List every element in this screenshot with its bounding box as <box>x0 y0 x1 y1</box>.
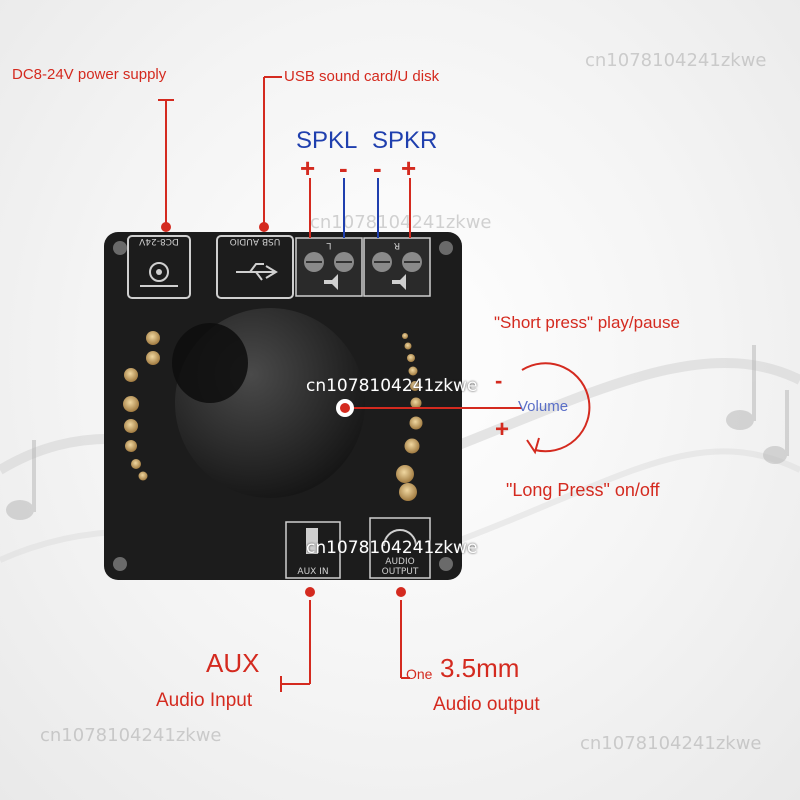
out-silk-label-2: OUTPUT <box>382 567 419 577</box>
watermark: cn1078104241zkwe <box>585 50 767 71</box>
screw-icon <box>113 241 453 571</box>
aux-title: AUX <box>206 648 260 678</box>
power-callout-dot <box>161 222 171 232</box>
aux-subtitle: Audio Input <box>156 690 253 711</box>
aux-callout-dot <box>305 587 315 597</box>
amplifier-board: DC8-24V USB AUDIO L R AUX IN AUDIO OUTPU… <box>104 232 462 580</box>
watermark: cn1078104241zkwe <box>40 725 222 746</box>
usb-silk-label: USB AUDIO <box>230 236 281 246</box>
usb-callout-dot <box>259 222 269 232</box>
spkr-plus-sign: + <box>401 153 417 183</box>
dc-jack <box>127 235 191 299</box>
speaker-terminal-left <box>295 237 363 297</box>
volume-plus-sign: + <box>495 416 510 443</box>
watermark: cn1078104241zkwe <box>580 733 762 754</box>
music-note-icon <box>6 345 789 520</box>
volume-minus-sign: - <box>495 368 503 393</box>
output-subtitle: Audio output <box>433 694 540 715</box>
usb-label: USB sound card/U disk <box>284 68 440 85</box>
aux-silk-label: AUX IN <box>297 567 328 577</box>
dc-silk-label: DC8-24V <box>138 236 179 246</box>
knob-callout-ring <box>336 399 354 417</box>
output-prefix: One <box>406 666 433 682</box>
led-indicators-left <box>123 331 160 481</box>
watermark: cn1078104241zkwe <box>310 212 492 233</box>
terminal-l-label: L <box>326 240 331 250</box>
rotate-arrow-icon <box>521 362 591 453</box>
spkl-minus-sign: - <box>339 153 348 183</box>
audio-output-jack <box>369 517 431 579</box>
speaker-terminal-right <box>363 237 431 297</box>
usb-port-icon <box>216 235 294 299</box>
spkr-label: SPKR <box>372 127 438 154</box>
spkl-label: SPKL <box>296 127 358 154</box>
output-title: 3.5mm <box>440 653 520 683</box>
long-press-label: "Long Press" on/off <box>506 480 660 500</box>
volume-label: Volume <box>518 398 569 415</box>
spkr-minus-sign: - <box>373 153 382 183</box>
speaker-icon <box>324 274 406 290</box>
spkl-plus-sign: + <box>300 153 316 183</box>
led-indicators-right <box>396 333 423 501</box>
aux-in-jack <box>285 521 341 579</box>
terminal-r-label: R <box>394 240 400 250</box>
power-supply-label: DC8-24V power supply <box>12 66 167 83</box>
watermark: cn1078104241zkwe <box>306 376 478 396</box>
short-press-label: "Short press" play/pause <box>494 313 680 332</box>
output-callout-dot <box>396 587 406 597</box>
out-silk-label-1: AUDIO <box>385 557 414 567</box>
watermark: cn1078104241zkwe <box>306 538 478 558</box>
